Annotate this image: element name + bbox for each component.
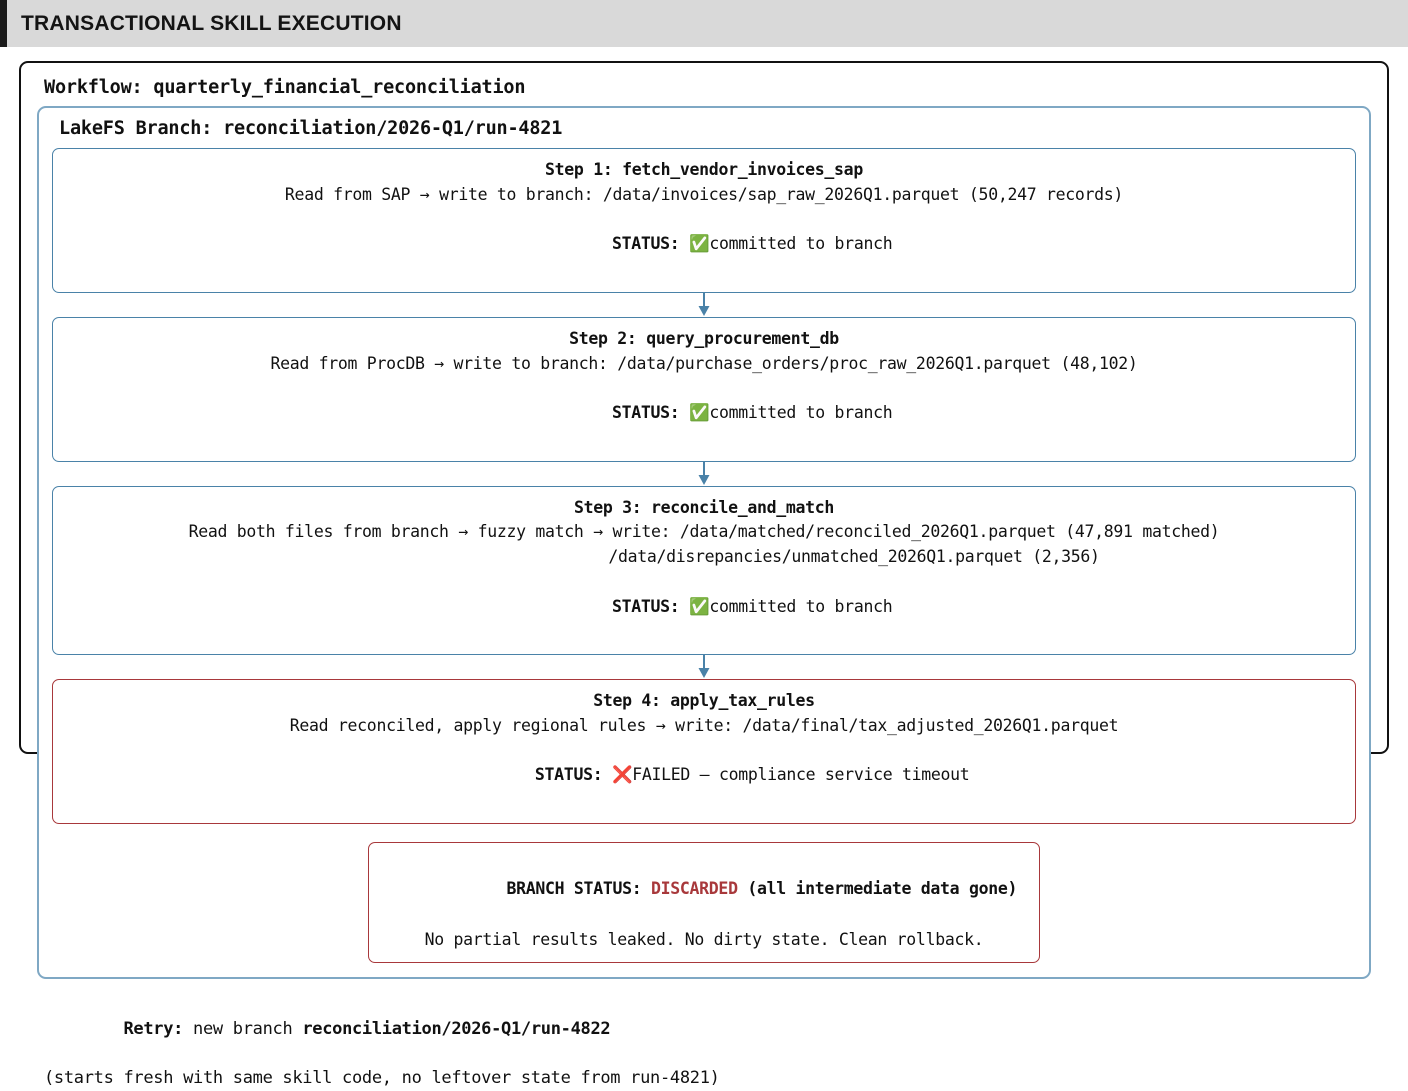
page-title: TRANSACTIONAL SKILL EXECUTION bbox=[21, 11, 402, 35]
check-icon: ✅ bbox=[689, 596, 710, 616]
step-status-label: STATUS: bbox=[611, 234, 680, 254]
step-box-3[interactable]: Step 3: reconcile_and_match Read both fi… bbox=[52, 485, 1356, 655]
cross-icon: ❌ bbox=[611, 765, 633, 785]
header-accent-bar bbox=[0, 0, 7, 47]
step-status-label: STATUS: bbox=[611, 596, 680, 616]
step-detail: Read reconciled, apply regional rules → … bbox=[289, 715, 1119, 735]
arrow-down-icon-2 bbox=[52, 461, 1356, 486]
header-bar: TRANSACTIONAL SKILL EXECUTION bbox=[0, 0, 1408, 47]
step-status-label: STATUS: bbox=[611, 403, 680, 422]
step-detail-secondary: /data/disrepancies/unmatched_2026Q1.parq… bbox=[608, 547, 1100, 566]
step-heading: Step 1: fetch_vendor_invoices_sap bbox=[545, 160, 863, 179]
check-icon: ✅ bbox=[689, 403, 710, 422]
step-heading: Step 2: query_procurement_db bbox=[569, 328, 839, 348]
step-status-text: committed to branch bbox=[709, 403, 893, 422]
step-status: STATUS: ✅committed to branch bbox=[63, 376, 1345, 450]
diagram-canvas: Workflow: quarterly_financial_reconcilia… bbox=[0, 47, 1408, 1088]
step-status-label: STATUS: bbox=[534, 765, 603, 785]
check-icon: ✅ bbox=[689, 234, 710, 254]
branch-status-suffix: (all intermediate data gone) bbox=[747, 879, 1018, 899]
step-status: STATUS: ✅committed to branch bbox=[63, 570, 1345, 644]
workflow-container: Workflow: quarterly_financial_reconcilia… bbox=[19, 61, 1389, 1088]
branch-status-box: BRANCH STATUS: DISCARDED (all intermedia… bbox=[367, 841, 1041, 963]
step-status: STATUS: ✅committed to branch bbox=[63, 208, 1345, 282]
retry-line-primary: Retry: new branch reconciliation/2026-Q1… bbox=[44, 992, 1371, 1066]
step-heading: Step 4: apply_tax_rules bbox=[593, 691, 815, 710]
step-status: STATUS: ❌FAILED — compliance service tim… bbox=[63, 739, 1345, 813]
arrow-down-icon-1 bbox=[52, 292, 1356, 317]
step-status-text: committed to branch bbox=[709, 234, 893, 254]
step-box-2[interactable]: Step 2: query_procurement_db Read from P… bbox=[52, 316, 1356, 462]
retry-section: Retry: new branch reconciliation/2026-Q1… bbox=[44, 992, 1371, 1091]
retry-branch-name: reconciliation/2026-Q1/run-4822 bbox=[302, 1018, 611, 1039]
lakefs-branch-container: LakeFS Branch: reconciliation/2026-Q1/ru… bbox=[37, 106, 1371, 979]
step-heading: Step 3: reconcile_and_match bbox=[573, 497, 835, 517]
retry-line-note: (starts fresh with same skill code, no l… bbox=[44, 1067, 720, 1088]
step-status-text: FAILED — compliance service timeout bbox=[632, 765, 970, 785]
status-badge: DISCARDED bbox=[651, 879, 738, 899]
branch-status-wrapper: BRANCH STATUS: DISCARDED (all intermedia… bbox=[52, 841, 1356, 963]
retry-text: new branch bbox=[193, 1018, 293, 1039]
workflow-title: Workflow: quarterly_financial_reconcilia… bbox=[44, 77, 526, 98]
step-detail: Read both files from branch → fuzzy matc… bbox=[188, 522, 1220, 542]
branch-status-detail: No partial results leaked. No dirty stat… bbox=[424, 930, 984, 950]
arrow-down-icon-3 bbox=[52, 655, 1356, 679]
step-box-1[interactable]: Step 1: fetch_vendor_invoices_sap Read f… bbox=[52, 148, 1356, 293]
step-detail: Read from ProcDB → write to branch: /dat… bbox=[270, 353, 1138, 373]
step-detail: Read from SAP → write to branch: /data/i… bbox=[284, 184, 1124, 204]
step-status-text: committed to branch bbox=[709, 596, 893, 616]
step-box-4[interactable]: Step 4: apply_tax_rules Read reconciled,… bbox=[52, 679, 1356, 824]
branch-status-label: BRANCH STATUS: bbox=[506, 879, 642, 899]
retry-label: Retry: bbox=[123, 1018, 184, 1039]
branch-status-headline: BRANCH STATUS: DISCARDED (all intermedia… bbox=[391, 851, 1017, 928]
lakefs-branch-title: LakeFS Branch: reconciliation/2026-Q1/ru… bbox=[59, 118, 563, 139]
